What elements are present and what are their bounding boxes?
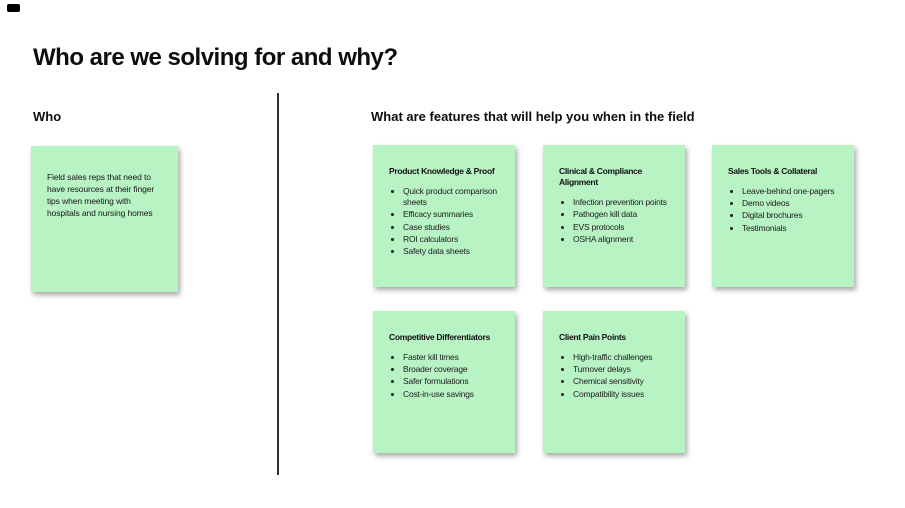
bullet-item: Demo videos — [742, 198, 846, 209]
bullet-item: Testimonials — [742, 223, 846, 234]
sticky-note-bullet-list: Leave-behind one-pagersDemo videosDigita… — [728, 186, 846, 234]
section-heading-who: Who — [33, 109, 62, 124]
sticky-note-bullet-list: Faster kill timesBroader coverageSafer f… — [389, 352, 507, 400]
bullet-item: Leave-behind one-pagers — [742, 186, 846, 197]
sticky-note-title: Sales Tools & Collateral — [728, 166, 818, 176]
sticky-note-bullet-list: Quick product comparison sheetsEfficacy … — [389, 186, 507, 257]
sticky-note-title: Clinical & Compliance Alignment — [559, 166, 642, 188]
bullet-item: OSHA alignment — [573, 234, 677, 245]
sticky-note-title: Client Pain Points — [559, 332, 626, 342]
bullet-item: Faster kill times — [403, 352, 507, 363]
sticky-note-bullet-list: High-traffic challengesTurnover delaysCh… — [559, 352, 677, 400]
sticky-note-product-knowledge[interactable]: Product Knowledge & Proof Quick product … — [373, 145, 515, 287]
bullet-item: Efficacy summaries — [403, 209, 507, 220]
corner-mark — [7, 4, 20, 12]
sticky-note-sales-tools[interactable]: Sales Tools & Collateral Leave-behind on… — [712, 145, 854, 287]
sticky-note-title: Competitive Differentiators — [389, 332, 491, 342]
bullet-item: Quick product comparison sheets — [403, 186, 507, 208]
sticky-note-who[interactable]: Field sales reps that need to have resou… — [31, 146, 178, 292]
bullet-item: Broader coverage — [403, 364, 507, 375]
bullet-item: Turnover delays — [573, 364, 677, 375]
bullet-item: Safety data sheets — [403, 246, 507, 257]
sticky-note-clinical-compliance[interactable]: Clinical & Compliance Alignment Infectio… — [543, 145, 685, 287]
bullet-item: Compatibility issues — [573, 389, 677, 400]
bullet-item: ROI calculators — [403, 234, 507, 245]
sticky-note-client-pain-points[interactable]: Client Pain Points High-traffic challeng… — [543, 311, 685, 453]
sticky-note-competitive-differentiators[interactable]: Competitive Differentiators Faster kill … — [373, 311, 515, 453]
bullet-item: Case studies — [403, 222, 507, 233]
bullet-item: EVS protocols — [573, 222, 677, 233]
sticky-note-title: Product Knowledge & Proof — [389, 166, 495, 176]
bullet-item: Pathogen kill data — [573, 209, 677, 220]
sticky-note-text: Field sales reps that need to have resou… — [47, 172, 155, 218]
bullet-item: High-traffic challenges — [573, 352, 677, 363]
bullet-item: Safer formulations — [403, 376, 507, 387]
page-title: Who are we solving for and why? — [33, 44, 398, 72]
bullet-item: Chemical sensitivity — [573, 376, 677, 387]
bullet-item: Infection prevention points — [573, 197, 677, 208]
section-divider — [277, 93, 279, 475]
sticky-note-bullet-list: Infection prevention pointsPathogen kill… — [559, 197, 677, 245]
bullet-item: Digital brochures — [742, 210, 846, 221]
section-heading-features: What are features that will help you whe… — [371, 109, 695, 124]
bullet-item: Cost-in-use savings — [403, 389, 507, 400]
